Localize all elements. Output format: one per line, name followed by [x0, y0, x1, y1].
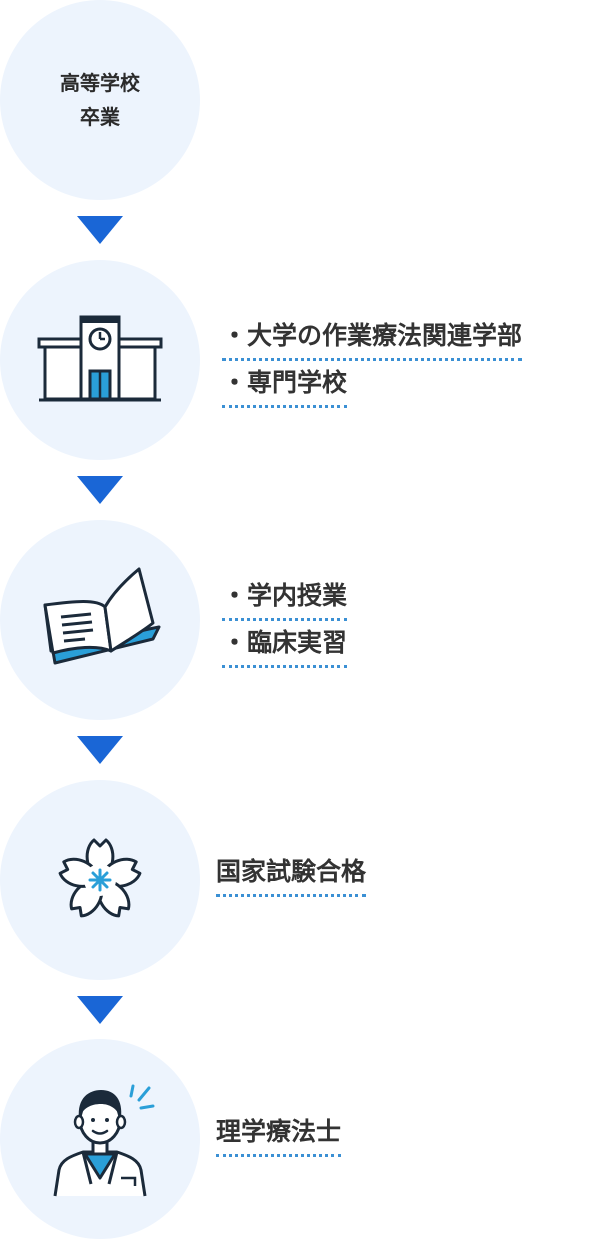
step-graduation-circle: 高等学校 卒業	[0, 0, 200, 200]
down-arrow-4	[77, 996, 123, 1024]
school-building-icon	[37, 315, 163, 402]
label-lectures: ・学内授業	[222, 578, 348, 621]
label-clinical-practice: ・臨床実習	[222, 625, 348, 668]
label-university-faculty: ・大学の作業療法関連学部	[222, 318, 523, 361]
graduation-text-line-1: 高等学校	[60, 71, 140, 95]
open-book-icon	[43, 567, 161, 665]
down-arrow-2	[77, 476, 123, 504]
step-study-circle	[0, 520, 200, 720]
therapist-label-wrap: 理学療法士	[216, 1114, 342, 1161]
label-vocational-school: ・専門学校	[222, 365, 348, 408]
down-arrow-1	[77, 216, 123, 244]
graduation-text-line-2: 卒業	[80, 105, 120, 129]
school-labels: ・大学の作業療法関連学部 ・専門学校	[222, 318, 523, 412]
exam-label-wrap: 国家試験合格	[216, 854, 367, 901]
graduation-text: 高等学校 卒業	[60, 66, 140, 134]
label-national-exam: 国家試験合格	[216, 854, 367, 897]
label-physical-therapist: 理学療法士	[216, 1114, 342, 1157]
cherry-blossom-icon	[56, 838, 144, 922]
study-labels: ・学内授業 ・臨床実習	[222, 578, 348, 672]
step-school-circle	[0, 260, 200, 460]
step-exam-circle	[0, 780, 200, 980]
down-arrow-3	[77, 736, 123, 764]
therapist-person-icon	[53, 1084, 155, 1197]
step-therapist-circle	[0, 1039, 200, 1239]
